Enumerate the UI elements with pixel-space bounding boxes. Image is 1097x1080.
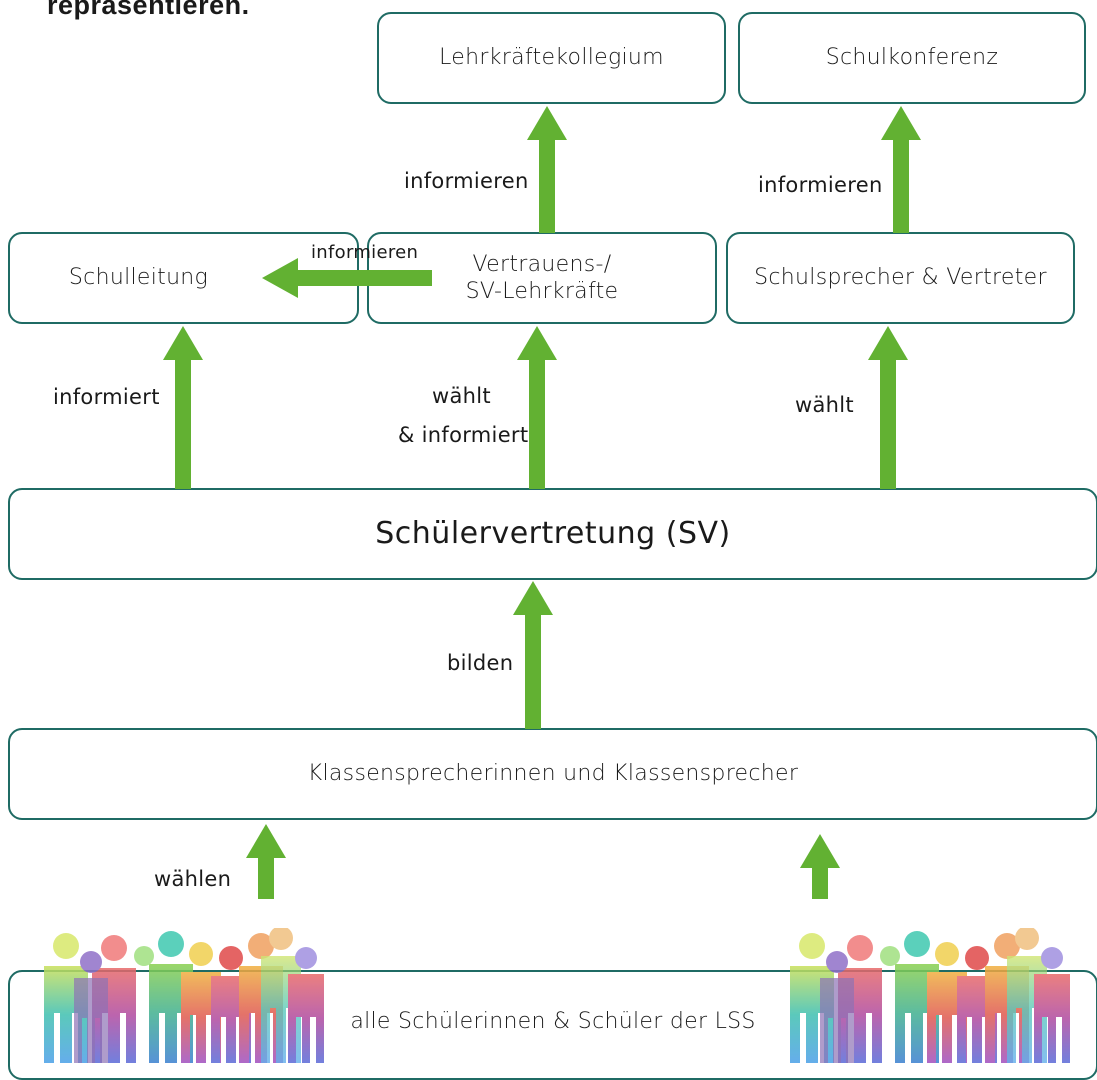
box-lehrkraeftekollegium-label: Lehrkräftekollegium: [439, 45, 664, 71]
label-waehlen: wählen: [154, 867, 232, 891]
box-vertrauens-line2: SV-Lehrkräfte: [465, 279, 619, 304]
box-vertrauens-line1: Vertrauens-/: [472, 251, 612, 277]
box-klassensprecher-label: Klassensprecherinnen und Klassensprecher: [307, 761, 799, 787]
box-schulkonferenz-label: Schulkonferenz: [825, 45, 999, 71]
arrow-alle-left-to-klassen-head: [246, 824, 286, 858]
box-schulleitung-label: Schulleitung: [68, 265, 209, 291]
arrow-sv-to-vertrauens-head: [517, 326, 557, 360]
students-crowd-right-icon: [790, 928, 1070, 1063]
label-waehlt-informiert-line2: & informiert: [398, 423, 529, 447]
arrow-alle-right-to-klassen-head: [800, 834, 840, 868]
box-schulsprecher-label: Schulsprecher & Vertreter: [754, 265, 1047, 291]
box-schulsprecher-vertreter: Schulsprecher & Vertreter: [726, 232, 1075, 324]
arrow-vertrauens-to-schulleitung-shaft: [296, 270, 432, 286]
arrow-sv-to-schulsprecher-shaft: [880, 358, 896, 489]
arrow-klassen-to-sv-head: [513, 581, 553, 615]
box-lehrkraeftekollegium: Lehrkräftekollegium: [377, 12, 726, 104]
label-bilden: bilden: [447, 651, 514, 675]
arrow-vertrauens-to-schulleitung-head: [262, 258, 298, 298]
arrow-klassen-to-sv-shaft: [525, 612, 541, 729]
label-waehlt-informiert-line1: wählt: [432, 384, 491, 408]
label-informiert: informiert: [53, 385, 160, 409]
box-schulkonferenz: Schulkonferenz: [738, 12, 1086, 104]
box-schuelervertretung: Schülervertretung (SV): [8, 488, 1097, 580]
arrow-alle-left-to-klassen-shaft: [258, 856, 274, 899]
box-klassensprecher: Klassensprecherinnen und Klassensprecher: [8, 728, 1097, 820]
arrow-alle-right-to-klassen-shaft: [812, 866, 828, 899]
arrow-vertrauens-to-kollegium-shaft: [539, 138, 555, 233]
arrow-sv-to-schulleitung-head: [163, 326, 203, 360]
label-informieren-konferenz: informieren: [758, 173, 883, 197]
header-text: repräsentieren.: [47, 0, 250, 20]
arrow-schulsprecher-to-konferenz-head: [881, 106, 921, 140]
label-waehlt: wählt: [795, 393, 854, 417]
box-alle-schueler-label: alle Schülerinnen & Schüler der LSS: [350, 1009, 756, 1034]
students-crowd-left-icon: [44, 928, 324, 1063]
arrow-sv-to-schulleitung-shaft: [175, 358, 191, 489]
arrow-sv-to-vertrauens-shaft: [529, 358, 545, 489]
arrow-sv-to-schulsprecher-head: [868, 326, 908, 360]
label-informieren-kollegium: informieren: [404, 169, 529, 193]
arrow-schulsprecher-to-konferenz-shaft: [893, 138, 909, 233]
label-informieren-schulleitung: informieren: [311, 242, 419, 263]
box-sv-label: Schülervertretung (SV): [375, 516, 731, 552]
arrow-vertrauens-to-kollegium-head: [527, 106, 567, 140]
